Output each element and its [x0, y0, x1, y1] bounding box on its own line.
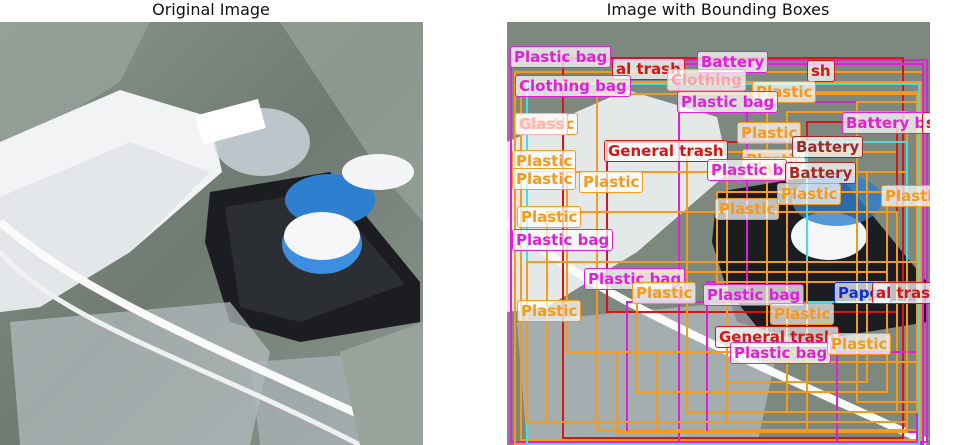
box-label: Plastic [579, 171, 644, 193]
box-label: Plastic bag [510, 46, 612, 68]
box-label: Battery [697, 51, 769, 73]
bounding-box [636, 271, 888, 393]
box-label: Battery [792, 136, 864, 158]
box-label: Glass [515, 113, 569, 135]
box-label: Plastic bag [703, 284, 805, 306]
box-label: Plastic [715, 198, 780, 220]
box-label: Clothing [667, 69, 746, 91]
box-label: Plastic [737, 122, 802, 144]
box-label: Plastic [827, 333, 892, 355]
box-label: Plastic [777, 183, 842, 205]
bounding-box [856, 101, 918, 403]
box-label: Plastic [770, 303, 835, 325]
box-label: sh [922, 112, 930, 134]
original-photo-drawing [0, 22, 423, 445]
box-label: Battery bag [842, 112, 930, 134]
bounding-box [616, 351, 808, 433]
box-label: Plastic bag [512, 229, 614, 251]
box-label: Plastic [517, 206, 582, 228]
box-label: Battery [785, 162, 857, 184]
left-panel-title: Original Image [152, 0, 270, 19]
box-label: Plastic [512, 150, 577, 172]
box-label: Plastic b [707, 159, 788, 181]
right-panel-title: Image with Bounding Boxes [606, 0, 830, 19]
box-label: sh [807, 60, 835, 82]
box-label: al trash [872, 282, 930, 304]
box-label: Plastic [512, 168, 577, 190]
box-label: Plastic bag [730, 342, 832, 364]
box-label: Plastic [632, 282, 697, 304]
box-label: General trash [604, 140, 728, 162]
box-label: Plastic bag [677, 91, 779, 113]
original-image [0, 22, 423, 445]
box-label: Plastic [517, 300, 582, 322]
box-label: Clothing bag [515, 75, 631, 97]
box-label: Plastic [881, 185, 930, 207]
